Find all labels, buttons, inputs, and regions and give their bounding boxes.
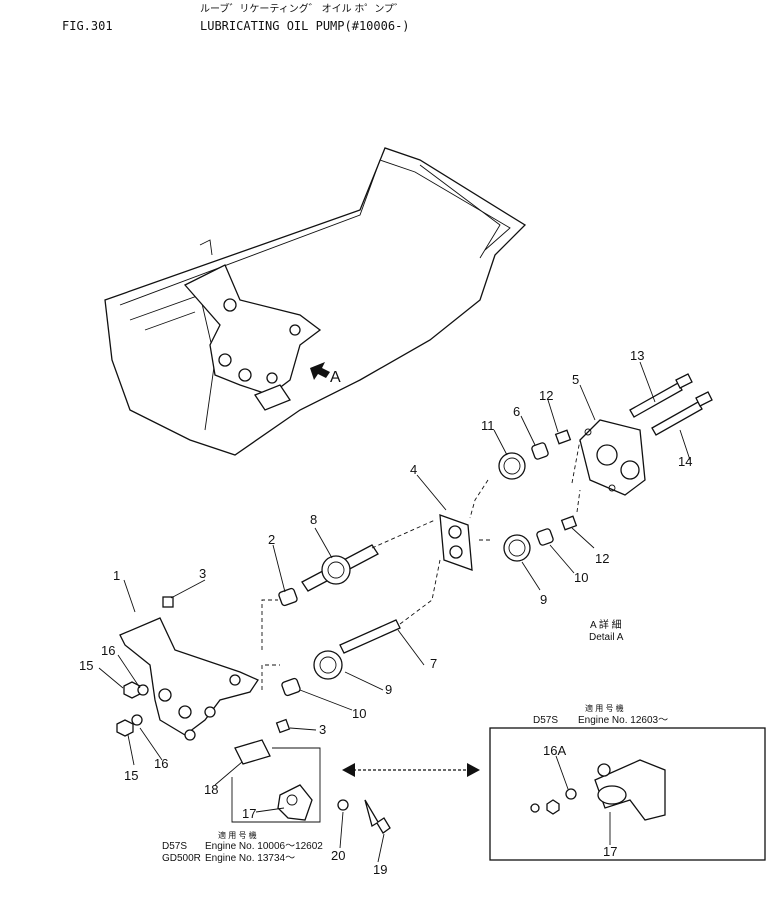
callout-6: 6 [513, 404, 520, 419]
callout-9-left: 9 [385, 682, 392, 697]
bolt-3-upper [162, 596, 174, 608]
svg-text:Engine No. 13734～: Engine No. 13734～ [205, 853, 295, 864]
callout-18: 18 [204, 782, 218, 797]
svg-text:適 用 号 機: 適 用 号 機 [218, 830, 257, 840]
drive-shaft-8 [301, 544, 379, 592]
shaft-7 [339, 619, 401, 654]
callout-12-upper: 12 [539, 388, 553, 403]
plate-4 [439, 514, 473, 571]
callout-2: 2 [268, 532, 275, 547]
japanese-title: ルーブ゛リケーティング゛ オイル ホ゜ンプ゛ [200, 2, 404, 15]
callout-10-right: 10 [574, 570, 588, 585]
svg-text:D57S: D57S [162, 841, 187, 852]
callout-4: 4 [410, 462, 417, 477]
view-arrow-a: A [310, 362, 341, 386]
bushing-6 [531, 442, 549, 460]
washer-16a [565, 788, 577, 800]
bolt-3-lower [275, 718, 291, 734]
bolt-19 [364, 799, 391, 834]
callout-20: 20 [331, 848, 345, 863]
callout-3-upper: 3 [199, 566, 206, 581]
callout-14: 14 [678, 454, 692, 469]
plug-12-upper [554, 429, 572, 445]
callout-16a: 16A [543, 743, 566, 758]
figure-title: LUBRICATING OIL PUMP(#10006-) [200, 19, 410, 33]
washer-16-upper [137, 684, 149, 696]
applicability-right: 適 用 号 機 D57S Engine No. 12603～ [533, 703, 668, 726]
gear-9-right [503, 534, 531, 562]
detail-a-japanese: A 詳 細 [590, 618, 622, 631]
pump-assembly-installed [183, 264, 322, 411]
nut-15-lower [116, 719, 134, 737]
elbow-17-right [594, 759, 666, 821]
callout-numbers: 1 2 3 3 4 5 6 7 8 9 9 10 10 11 12 12 13 … [79, 348, 692, 877]
callout-7: 7 [430, 656, 437, 671]
callout-16-lower: 16 [154, 756, 168, 771]
callout-9-right: 9 [540, 592, 547, 607]
callout-3-lower: 3 [319, 722, 326, 737]
gear-11 [498, 452, 526, 480]
bushing-2 [278, 587, 298, 607]
washer-detail [530, 803, 540, 813]
svg-text:D57S: D57S [533, 715, 558, 726]
gasket-18 [234, 739, 271, 765]
figure-number: FIG.301 [62, 19, 113, 33]
callout-15-upper: 15 [79, 658, 93, 673]
pump-body-5 [579, 419, 646, 496]
leader-lines [98, 361, 691, 863]
svg-text:Engine No. 12603～: Engine No. 12603～ [578, 715, 668, 726]
callout-17-right: 17 [603, 844, 617, 859]
applicability-left: 適 用 号 機 D57S Engine No. 10006～12602 GD50… [162, 830, 323, 864]
washer-16-lower [131, 714, 143, 726]
bolt-13 [629, 373, 693, 418]
svg-text:Engine No. 10006～12602: Engine No. 10006～12602 [205, 841, 323, 852]
detail-box [489, 727, 766, 861]
interchange-arrow [342, 763, 480, 777]
callout-17-left: 17 [242, 806, 256, 821]
bracket-1-and-housing [119, 617, 259, 741]
svg-text:適 用 号 機: 適 用 号 機 [585, 703, 624, 713]
callout-1: 1 [113, 568, 120, 583]
plug-12-lower [560, 515, 578, 531]
oil-pan [104, 147, 527, 456]
callout-10-left: 10 [352, 706, 366, 721]
callout-8: 8 [310, 512, 317, 527]
elbow-17-left [277, 784, 313, 821]
callout-15-lower: 15 [124, 768, 138, 783]
callout-12-lower: 12 [595, 551, 609, 566]
callout-5: 5 [572, 372, 579, 387]
callout-11: 11 [481, 418, 495, 433]
gear-9-left [313, 650, 343, 680]
washer-20 [337, 799, 349, 811]
view-arrow-label: A [330, 369, 341, 386]
callout-19: 19 [373, 862, 387, 877]
nut-detail [546, 799, 560, 815]
applicability-bracket-left [231, 747, 321, 823]
bushing-10-left [281, 677, 301, 697]
bushing-10-right [536, 528, 554, 546]
bolt-14 [651, 391, 713, 436]
detail-a-label: Detail A [589, 632, 624, 643]
callout-16-upper: 16 [101, 643, 115, 658]
svg-text:GD500R: GD500R [162, 853, 201, 864]
callout-13: 13 [630, 348, 644, 363]
